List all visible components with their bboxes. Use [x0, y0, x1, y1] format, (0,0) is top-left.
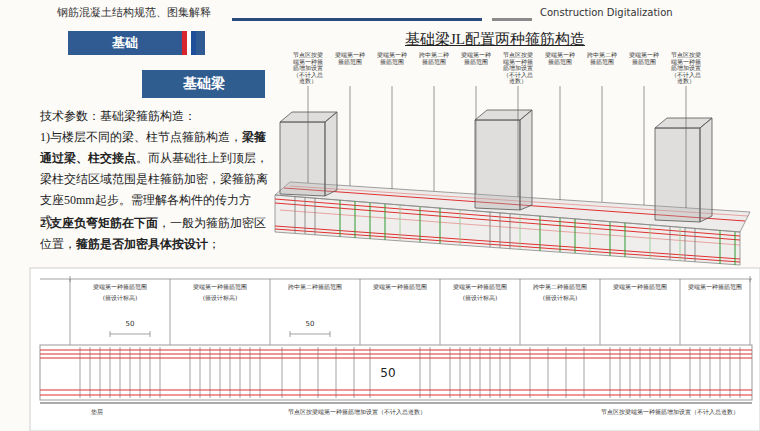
paragraph: 2)支座负弯矩筋在下面，一般为箍筋加密区位置，箍筋是否加密具体按设计； — [40, 213, 272, 255]
range-label: 梁端第一种箍筋范围 — [605, 283, 675, 290]
elevation-note: (箍设计标高) — [175, 294, 265, 301]
section-band: 基础 — [68, 31, 205, 55]
body-text: 技术参数：基础梁箍筋构造： — [40, 109, 196, 123]
flag-stripe — [191, 31, 196, 55]
range-label: 梁端第一种箍筋范围 — [445, 283, 515, 290]
range-label: 梁端第一种箍筋范围 — [365, 283, 435, 290]
elevation-note: (箍设计标高) — [525, 294, 595, 301]
range-label: 跨中第二种箍筋范围 — [586, 52, 618, 65]
beam-elevation — [40, 276, 752, 403]
zone-note: 节点区按梁端第一种箍筋增加设置（不计入总道数） — [272, 408, 442, 415]
range-label: 梁端第一种箍筋范围 — [175, 283, 265, 290]
body-text: 1)与楼层不同的梁、柱节点箍筋构造， — [40, 130, 242, 144]
range-label: 跨中第二种箍筋范围 — [418, 52, 450, 65]
range-label: 梁端第一种箍筋范围 — [460, 52, 492, 65]
body-text: ； — [208, 237, 220, 251]
header-text: Construction Digitalization — [540, 7, 740, 19]
range-label: 梁端第一种箍筋范围 — [376, 52, 408, 65]
header-rule — [232, 18, 482, 21]
range-label: 节点区按梁端第一种箍筋增加设置（不计入总道数） — [292, 52, 324, 85]
header-rule — [492, 18, 532, 21]
node-text: 基础梁 — [183, 75, 225, 93]
body-text: 箍筋是否加密具体按设计 — [76, 237, 208, 251]
range-label: 梁端第一种箍筋范围 — [75, 283, 165, 290]
elevation-note: (箍设计标高) — [75, 294, 165, 301]
layer-label: 垫层 — [82, 408, 112, 415]
range-label: 跨中第二种箍筋范围 — [525, 283, 595, 290]
range-label: 节点区按梁端第一种箍筋增加设置（不计入总道数） — [670, 52, 702, 85]
range-label: 梁端第一种箍筋范围 — [334, 52, 366, 65]
column-3d — [280, 110, 712, 222]
body-text: 支座负弯矩筋在下面 — [50, 216, 158, 230]
elevation-panel — [30, 268, 760, 431]
dimension: 50 — [377, 366, 399, 380]
zone-note: 节点区按梁端第一种箍筋增加设置（不计入总道数） — [590, 408, 750, 415]
dimension: 50 — [302, 320, 318, 328]
range-label: 节点区按梁端第一种箍筋增加设置（不计入总道数） — [502, 52, 534, 85]
diagram-title: 基础梁JL配置两种箍筋构造 — [405, 30, 585, 49]
range-label: 梁端第一种箍筋范围 — [544, 52, 576, 65]
node-text: 基础 — [112, 34, 138, 52]
paragraph: 技术参数：基础梁箍筋构造： — [40, 106, 272, 127]
dimension: 50 — [122, 320, 138, 328]
elevation-note: (箍设计标高) — [445, 294, 515, 301]
range-label: 梁端第一种箍筋范围 — [628, 52, 660, 65]
range-label: 梁端第一种箍筋范围 — [685, 283, 745, 290]
heading-box: 基础梁 — [142, 70, 265, 98]
body-text: 2) — [40, 216, 50, 230]
leader-line — [308, 86, 686, 208]
range-label: 跨中第二种箍筋范围 — [275, 283, 355, 290]
header-text: 钢筋混凝土结构规范、图集解释 — [57, 6, 227, 19]
